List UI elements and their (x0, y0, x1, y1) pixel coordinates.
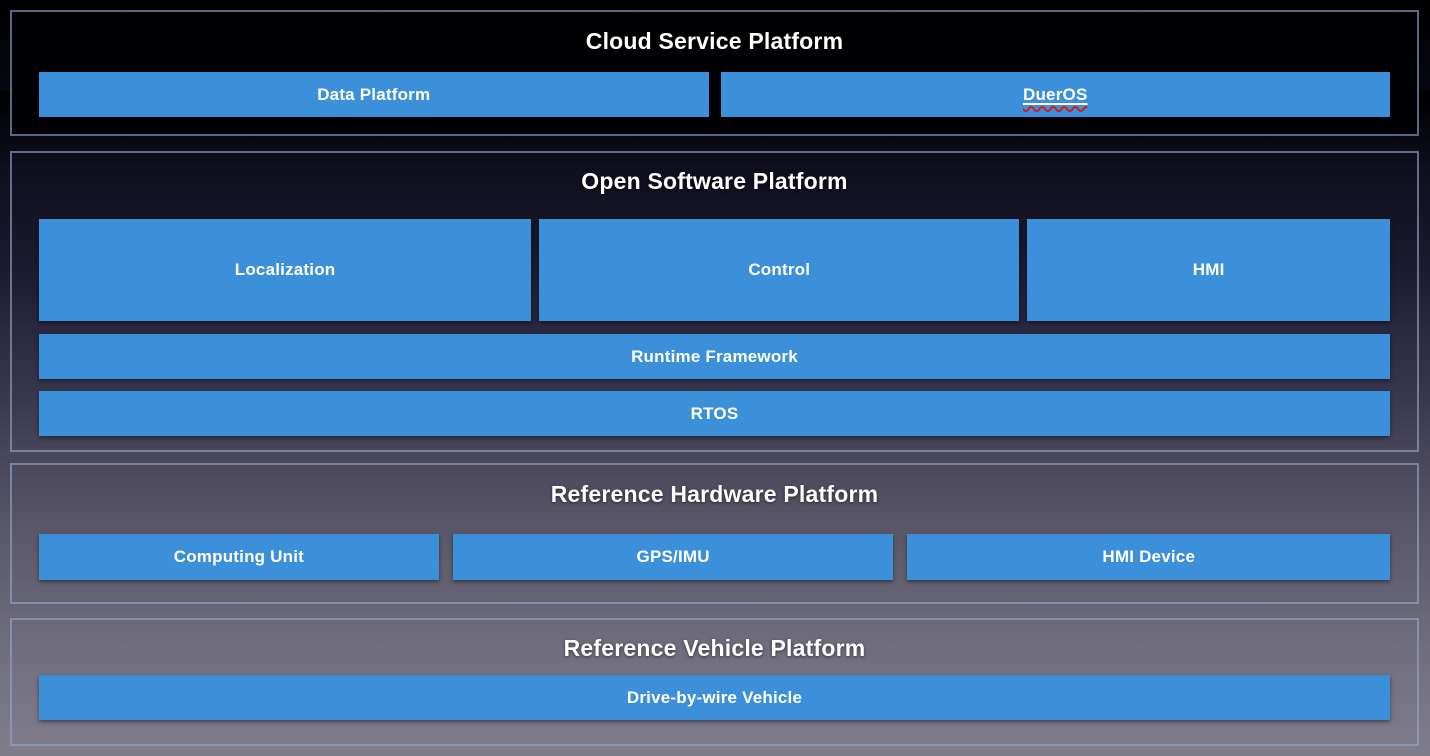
box-rtos-label: RTOS (690, 403, 739, 423)
cloud-service-platform-title: Cloud Service Platform (585, 28, 844, 54)
software-modules-row: Localization Control HMI (39, 219, 1390, 321)
box-gps-imu: GPS/IMU (452, 534, 894, 580)
rtos-row: RTOS (39, 391, 1390, 436)
section-reference-vehicle-platform: Reference Vehicle Platform Drive-by-wire… (10, 618, 1419, 746)
box-localization: Localization (39, 219, 532, 321)
section-reference-hardware-platform: Reference Hardware Platform Computing Un… (10, 463, 1419, 604)
box-drive-by-wire-vehicle: Drive-by-wire Vehicle (39, 675, 1390, 720)
dueros-spellcheck-underline: DuerOS (1023, 85, 1088, 105)
box-hmi-device: HMI Device (907, 534, 1391, 580)
section-open-software-platform: Open Software Platform Localization Cont… (10, 151, 1419, 452)
box-gps-imu-label: GPS/IMU (636, 547, 710, 566)
box-dueros: DuerOS (720, 72, 1390, 117)
reference-vehicle-platform-title: Reference Vehicle Platform (563, 635, 866, 661)
box-data-platform: Data Platform (39, 72, 709, 117)
cloud-boxes-row: Data Platform DuerOS (39, 72, 1390, 117)
runtime-framework-row: Runtime Framework (39, 334, 1390, 379)
box-computing-unit-label: Computing Unit (173, 547, 305, 566)
open-software-platform-title: Open Software Platform (581, 168, 848, 194)
box-runtime-framework-label: Runtime Framework (631, 346, 798, 366)
vehicle-boxes-row: Drive-by-wire Vehicle (39, 675, 1390, 720)
box-hmi: HMI (1027, 219, 1390, 321)
box-control: Control (539, 219, 1020, 321)
box-rtos: RTOS (39, 391, 1390, 436)
box-hmi-label: HMI (1192, 260, 1225, 279)
box-control-label: Control (748, 260, 811, 279)
box-data-platform-label: Data Platform (317, 84, 431, 104)
reference-hardware-platform-title: Reference Hardware Platform (550, 481, 879, 507)
box-drive-by-wire-vehicle-label: Drive-by-wire Vehicle (626, 687, 803, 707)
box-dueros-label: DuerOS (1023, 84, 1088, 104)
box-runtime-framework: Runtime Framework (39, 334, 1390, 379)
box-hmi-device-label: HMI Device (1102, 547, 1196, 566)
box-localization-label: Localization (234, 260, 336, 279)
box-computing-unit: Computing Unit (39, 534, 439, 580)
hardware-boxes-row: Computing Unit GPS/IMU HMI Device (39, 534, 1391, 580)
section-cloud-service-platform: Cloud Service Platform Data Platform Due… (10, 10, 1419, 136)
